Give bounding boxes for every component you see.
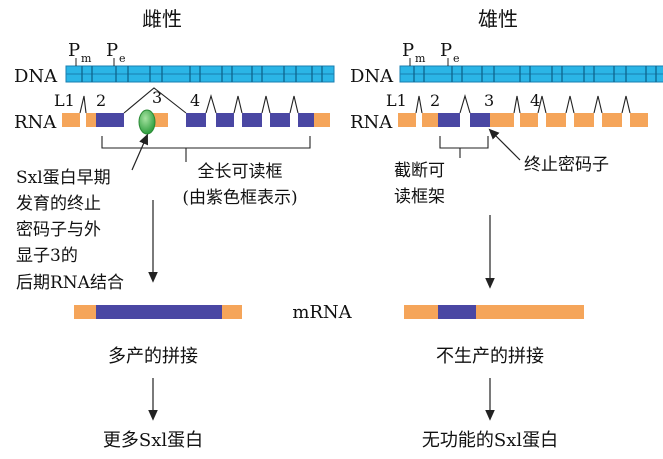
female-annotation-3: 密码子与外 [16,220,101,240]
male-dna-bar [399,58,663,83]
female-annotation-1: Sxl蛋白早期 [16,168,111,188]
mrna-label: mRNA [292,302,352,323]
female-exon-2-label: 2 [96,91,106,110]
female-exon-3-label: 3 [152,88,162,107]
female-dna-label: DNA [14,66,58,87]
female-splice-lines [79,87,299,114]
male-rna-label: RNA [350,112,393,133]
female-frame-label-1: 全长可读框 [198,162,283,182]
male-frame-bracket [439,136,489,149]
male-result-label: 无功能的Sxl蛋白 [422,430,558,451]
female-exon-4-label: 4 [190,91,200,110]
female-annotation-4: 显子3的 [16,246,78,266]
male-exon-l1-label: L1 [386,91,407,110]
male-splicing-label: 不生产的拼接 [436,346,544,367]
female-exon-l1-label: L1 [54,91,75,110]
male-exon-4-label: 4 [530,91,540,110]
male-pe-sub: e [453,52,460,65]
male-truncated-label-2: 读框架 [394,187,445,207]
stop-codon-label: 终止密码子 [524,155,609,175]
female-rna-label: RNA [14,112,57,133]
female-title: 雌性 [142,7,182,31]
female-promoters: P m P e [68,40,126,65]
male-pe-letter: P [440,40,452,61]
female-dna-bar [65,58,335,83]
female-pe-letter: P [106,40,118,61]
female-frame-bracket [101,136,311,149]
female-annotation-2: 发育的终止 [16,194,101,214]
male-pm-letter: P [402,40,414,61]
female-rna-exons [62,113,330,127]
female-splicing-label: 多产的拼接 [108,346,198,367]
male-pm-sub: m [415,52,426,65]
female-pe-sub: e [119,52,126,65]
female-protein-arrow [131,133,148,171]
male-mrna-bar [404,305,584,319]
male-exon-2-label: 2 [430,91,440,110]
male-dna-label: DNA [350,66,394,87]
male-title: 雄性 [478,7,518,31]
female-panel: DNA RNA L1 2 3 4 [14,58,335,451]
male-panel: DNA RNA L1 2 3 4 [350,58,663,451]
male-rna-exons [398,113,648,127]
female-result-label: 更多Sxl蛋白 [103,430,203,451]
male-exon-3-label: 3 [484,91,494,110]
female-frame-label-2: (由紫色框表示) [182,188,297,208]
male-promoters: P m P e [402,40,460,65]
male-truncated-label-1: 截断可 [394,161,445,181]
stop-codon-arrow [488,128,521,161]
female-mrna-bar [74,305,242,319]
male-splice-lines [415,94,631,114]
female-pm-letter: P [68,40,80,61]
sxl-protein-icon [138,109,156,135]
female-pm-sub: m [81,52,92,65]
female-annotation-5: 后期RNA结合 [16,273,124,293]
